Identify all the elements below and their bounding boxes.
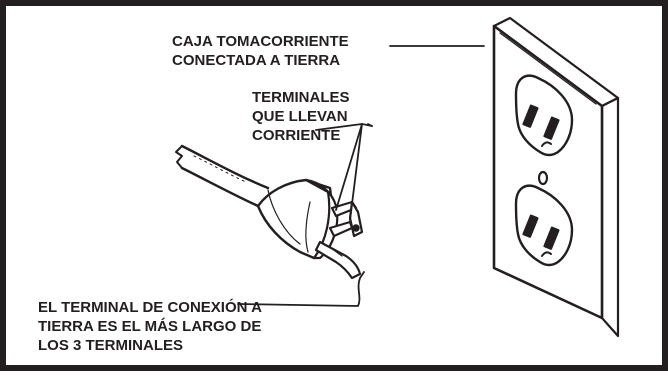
outlet-label-line-1: CAJA TOMACORRIENTE	[172, 33, 349, 50]
ground-terminal-label-line-1: EL TERMINAL DE CONEXIÓN A	[38, 299, 262, 316]
ground-terminal-label-line-3: LOS 3 TERMINALES	[38, 337, 184, 354]
upper-receptacle	[514, 74, 574, 157]
hot-terminals-label-line-2: QUE LLEVAN	[252, 108, 348, 125]
hot-terminals-label-line-3: CORRIENTE	[252, 127, 341, 144]
outlet-label: CAJA TOMACORRIENTE CONECTADA A TIERRA	[172, 32, 349, 70]
ground-terminal-label-line-2: TIERRA ES EL MÁS LARGO DE	[38, 318, 262, 335]
grounded-plug-illustration	[175, 16, 620, 338]
ground-terminal-label: EL TERMINAL DE CONEXIÓN A TIERRA ES EL M…	[38, 298, 262, 355]
hot-terminals-label: TERMINALES QUE LLEVAN CORRIENTE	[252, 88, 350, 145]
outlet-box	[492, 16, 620, 338]
plug-body	[256, 178, 339, 260]
hot-terminals-label-line-1: TERMINALES	[252, 89, 350, 106]
outlet-screw	[537, 170, 549, 186]
outlet-label-line-2: CONECTADA A TIERRA	[172, 52, 341, 69]
ground-terminal	[314, 240, 362, 280]
leader-lines	[237, 45, 485, 307]
lower-receptacle	[514, 184, 574, 267]
power-cord	[175, 144, 270, 208]
